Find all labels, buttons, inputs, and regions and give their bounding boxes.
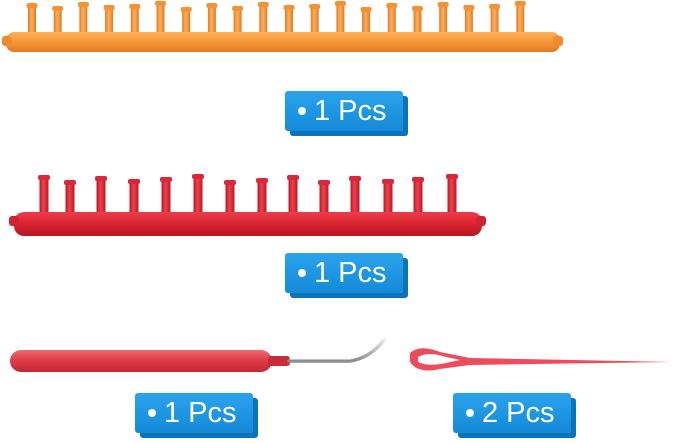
loom-peg-cap [77,2,89,7]
loom-peg [156,2,165,34]
bullet-dot [298,269,306,277]
loom-peg-cap [382,179,394,184]
loom-peg [96,177,106,214]
loom-peg [130,5,139,34]
loom-peg [79,3,88,34]
loom-peg [39,176,49,214]
loom-peg-cap [95,176,107,181]
loom-peg-cap [412,6,423,11]
loom-peg [225,181,235,214]
loom-peg [413,7,422,34]
loom-peg [207,4,216,34]
loom-peg-cap [437,2,449,7]
quantity-label: 1 Pcs [314,256,387,289]
loom-peg [288,176,298,214]
loom-peg-cap [64,180,76,185]
loom-peg-cap [412,177,424,182]
quantity-badge-red-loom: 1 Pcs [285,253,403,293]
loom-peg [362,8,371,34]
loom-peg [319,181,329,214]
loom-peg-cap [256,178,268,183]
loom-peg-cap [283,5,295,10]
loom-peg-cap [160,177,172,182]
hook-tool [10,337,386,372]
quantity-label: 2 Pcs [482,396,555,429]
loom-peg [259,3,268,34]
loom-peg-cap [103,5,115,10]
loom-peg-cap [232,6,244,11]
loom-peg-cap [318,180,330,185]
quantity-badge-hook-tool: 1 Pcs [135,393,253,433]
bullet-dot [148,409,156,417]
loom-peg-cap [489,4,501,9]
quantity-label: 1 Pcs [314,94,387,127]
loom-peg-cap [309,4,321,9]
loom-peg-cap [514,1,526,6]
loom-peg-cap [386,3,398,8]
loom-peg-cap [180,7,192,12]
loom-peg [464,6,473,34]
loom-peg [490,5,499,34]
loom-peg-cap [26,3,38,8]
loom-peg-cap [224,180,236,185]
loom-peg-cap [129,4,141,9]
loom-peg-cap [206,3,218,8]
loom-peg [105,6,114,34]
loom-peg [383,180,393,214]
loom-peg-cap [38,175,50,180]
loom-peg [336,2,345,34]
orange-loom-pegs [26,1,526,34]
loom-peg [387,4,396,34]
red-loom-pegs [38,174,458,214]
loom-peg [413,178,423,214]
loom-peg [53,7,62,34]
loom-peg [182,8,191,34]
loom-peg-cap [155,1,166,6]
loom-peg [28,4,36,34]
loom-peg-cap [463,5,475,10]
loom-peg [285,6,293,34]
loom-peg [129,180,139,214]
needle [410,348,672,371]
quantity-badge-orange-loom: 1 Pcs [285,91,403,131]
loom-peg [257,179,267,214]
loom-peg [516,2,525,34]
loom-peg-cap [128,179,140,184]
loom-peg [447,175,457,214]
loom-peg [65,181,75,214]
quantity-badge-needle: 2 Pcs [453,393,571,433]
quantity-label: 1 Pcs [164,396,237,429]
bullet-dot [298,107,306,115]
loom-peg-cap [52,6,64,11]
loom-peg-cap [192,174,204,179]
loom-peg-cap [257,2,269,7]
orange-loom [2,1,563,52]
loom-peg-cap [446,174,458,179]
loom-peg [233,7,242,34]
loom-peg-cap [349,176,361,181]
loom-peg-cap [334,1,346,6]
loom-peg [310,5,319,34]
loom-peg-cap [360,7,372,12]
loom-peg [350,177,360,214]
loom-peg [161,178,171,214]
loom-peg [193,175,203,214]
loom-peg [439,3,448,34]
bullet-dot [466,409,474,417]
loom-peg-cap [287,175,299,180]
red-loom [9,174,486,236]
